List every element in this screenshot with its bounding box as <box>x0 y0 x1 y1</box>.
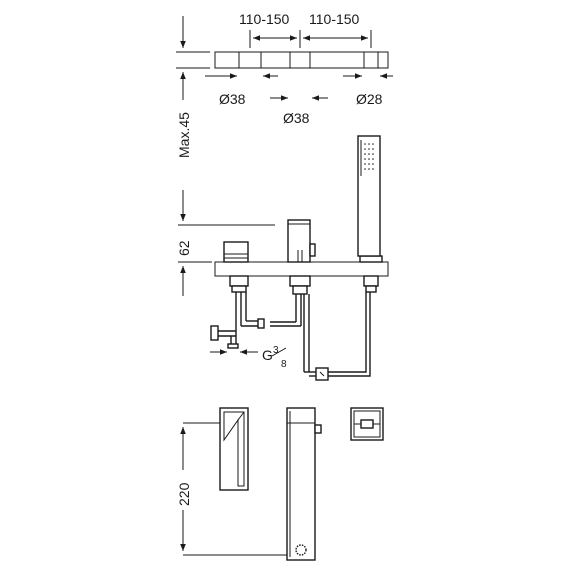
max-thickness-label: Max.45 <box>176 112 192 158</box>
spout-length-label: 220 <box>176 482 192 506</box>
deck-plan-section: 110-150 110-150 Ø38 Ø38 Ø28 <box>205 11 393 126</box>
handshower-spray-dots <box>364 143 374 170</box>
thread-label-den: 8 <box>281 359 287 370</box>
top-view: 220 <box>176 407 384 561</box>
thread-label-num: 3 <box>273 345 279 356</box>
hole-center-label: Ø38 <box>283 110 310 126</box>
hole-right-label: Ø28 <box>356 91 383 107</box>
spacing-left-label: 110-150 <box>239 11 290 27</box>
thread-label-g: G <box>262 347 273 363</box>
hole-left-label: Ø38 <box>219 91 246 107</box>
max-thickness-dimension: Max.45 <box>176 16 210 158</box>
height-above-deck-label: 62 <box>176 240 192 256</box>
side-elevation: 62 G 3 8 <box>176 135 389 381</box>
spacing-right-label: 110-150 <box>309 11 360 27</box>
